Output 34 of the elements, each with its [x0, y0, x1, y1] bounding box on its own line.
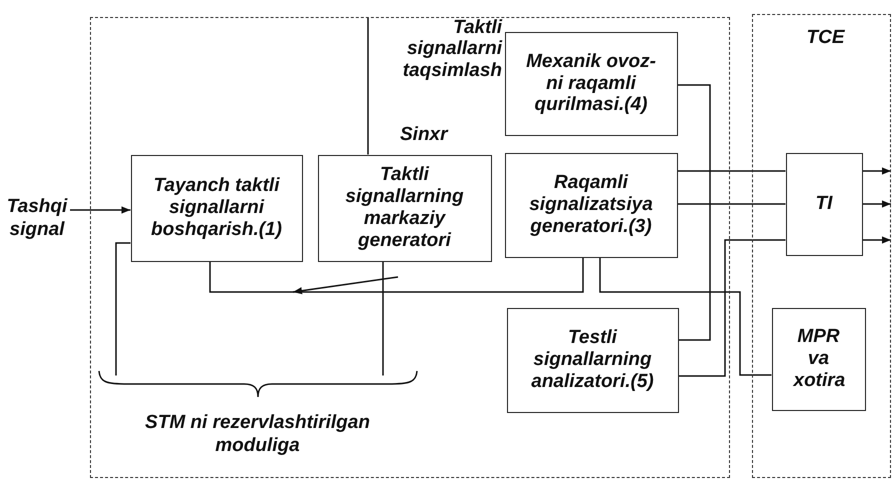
connector-line [367, 18, 369, 154]
arrow [862, 200, 891, 208]
process-box [506, 308, 678, 412]
arrow [862, 236, 891, 244]
signal-label: Sinxr [400, 124, 450, 146]
dashed-frame [90, 17, 730, 478]
process-box [504, 152, 678, 258]
signal-label: STM ni rezervlashtirilgan moduliga [144, 412, 371, 458]
connector-line [678, 84, 711, 341]
box-label: Mexanik ovoz-ni raqamli qurilmasi.(4) [525, 50, 657, 116]
connector-line [209, 258, 584, 293]
process-box [318, 154, 492, 262]
connector-line [678, 170, 786, 172]
frame-title: TCE [806, 27, 844, 49]
box-label: Raqamli signalizatsiya generatori.(3) [528, 172, 654, 238]
process-box [504, 32, 678, 136]
process-box [130, 154, 302, 262]
connector-line [382, 262, 384, 376]
connector-line [599, 258, 772, 376]
box-label: Testli signallarning analizatori.(5) [530, 327, 655, 393]
box-label: TI [816, 193, 832, 215]
arrow [70, 206, 130, 214]
process-box [772, 308, 866, 410]
signal-label: Taktli signallarni taqsimlash [402, 17, 502, 81]
dashed-frame [752, 14, 891, 478]
box-label: Tayanch taktli signallarni boshqarish.(1) [150, 175, 283, 241]
connector-line [678, 203, 786, 205]
process-box [786, 152, 862, 256]
box-label: Taktli signallarning markaziy generatori [344, 164, 465, 252]
box-label: MPR va xotira [794, 326, 844, 392]
connector-line [678, 239, 786, 377]
signal-label: Tashqi signal [6, 196, 68, 242]
connector-line [115, 242, 130, 376]
arrow [862, 167, 891, 175]
